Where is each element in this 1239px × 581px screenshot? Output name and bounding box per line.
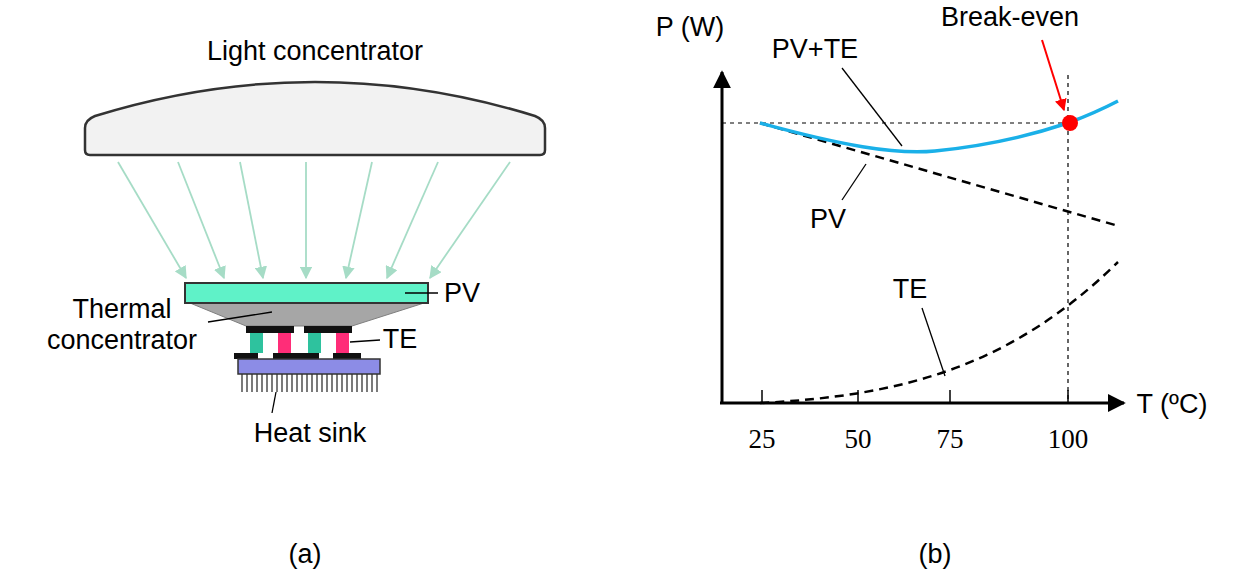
te-curve (760, 262, 1118, 403)
fin (366, 374, 367, 392)
part-label: Thermal concentrator (35, 294, 210, 356)
tick-label: 50 (845, 424, 872, 455)
part-label: Light concentrator (207, 36, 423, 67)
fin (371, 374, 372, 392)
tick-label: 100 (1048, 424, 1089, 455)
panel-label: (a) (289, 539, 322, 570)
fin (341, 374, 342, 392)
fin (296, 374, 297, 392)
fin (376, 374, 377, 392)
fin (326, 374, 327, 392)
fin (256, 374, 257, 392)
ticks (762, 390, 1068, 403)
heat-sink-base (238, 359, 380, 374)
curve-label: PV (810, 204, 846, 235)
fin (271, 374, 272, 392)
fin (241, 374, 242, 392)
fin (361, 374, 362, 392)
panel-label: (b) (919, 539, 952, 570)
fin (321, 374, 322, 392)
axis-title: T (ºC) (1137, 389, 1208, 420)
leader-lines (208, 293, 438, 413)
heat-sink-fins (242, 374, 377, 392)
curve-label: PV+TE (772, 34, 858, 65)
part-label: Heat sink (254, 418, 367, 449)
fin (291, 374, 292, 392)
part-label: PV (444, 278, 480, 309)
fin (276, 374, 277, 392)
fin (336, 374, 337, 392)
break-even-dot (1062, 115, 1078, 131)
light-rays (118, 162, 510, 278)
fin (251, 374, 252, 392)
fin (286, 374, 287, 392)
fin (301, 374, 302, 392)
part-label: TE (383, 324, 418, 355)
break-even-arrow (1042, 40, 1064, 110)
fin (261, 374, 262, 392)
annotation: Break-even (941, 2, 1079, 33)
leader-lines (842, 68, 945, 376)
fin (356, 374, 357, 392)
tick-label: 25 (749, 424, 776, 455)
fin (311, 374, 312, 392)
fin (346, 374, 347, 392)
fin (281, 374, 282, 392)
thermal-concentrator (190, 303, 424, 326)
pv-cell (185, 283, 428, 303)
fin (331, 374, 332, 392)
fin (316, 374, 317, 392)
fin (351, 374, 352, 392)
fin (246, 374, 247, 392)
fin (306, 374, 307, 392)
axes (720, 72, 1124, 404)
curve-label: TE (893, 274, 928, 305)
tick-label: 75 (937, 424, 964, 455)
fin (266, 374, 267, 392)
guide-lines (722, 75, 1068, 403)
axis-title: P (W) (656, 12, 725, 43)
lens (85, 82, 545, 155)
te-module (234, 326, 361, 359)
